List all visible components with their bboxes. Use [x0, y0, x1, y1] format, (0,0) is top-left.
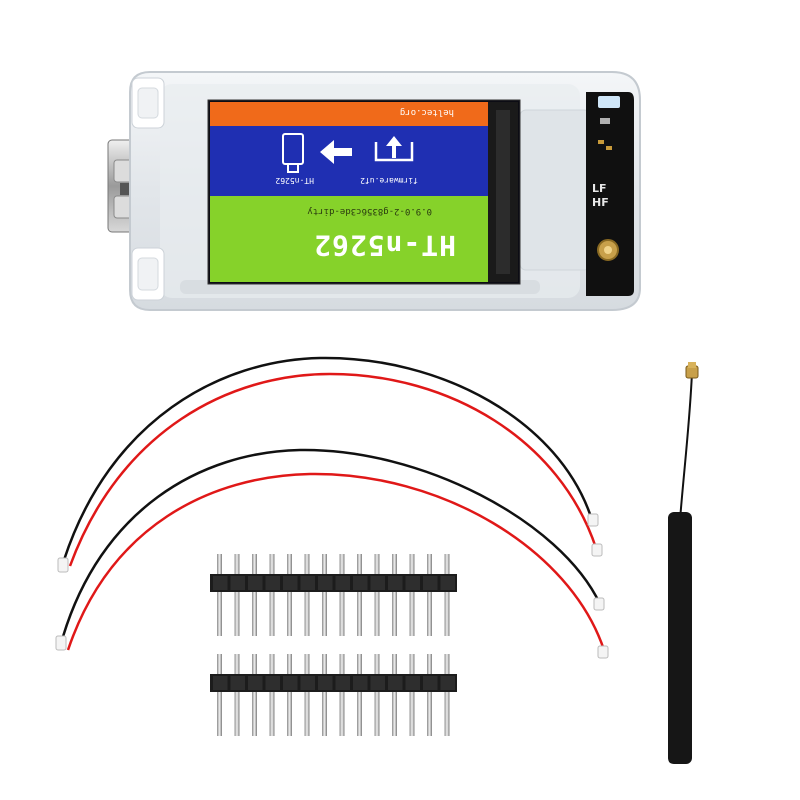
- header-pin: [427, 554, 432, 636]
- header-pin: [234, 554, 240, 636]
- header-pin: [217, 654, 222, 736]
- header-pin: [339, 654, 345, 736]
- pcb-section: LF HF: [586, 92, 634, 296]
- header-pin: [374, 554, 380, 636]
- pin-header-1: [210, 554, 457, 636]
- header-pin: [287, 554, 292, 636]
- cable-2-end-a: [55, 635, 67, 651]
- battery-cable-2: [55, 448, 609, 659]
- upload-tray-icon: [374, 136, 414, 162]
- tft-screen: heltec.org HT-n5262 firmware.uf2 0.9.0-2…: [207, 99, 521, 285]
- cable-2-end-b: [593, 597, 605, 611]
- side-button-top[interactable]: [131, 77, 165, 129]
- lora-dev-board: LF HF heltec.org HT-n5262 firm: [107, 71, 641, 311]
- screen-url-text: heltec.org: [400, 107, 454, 117]
- header-pin: [322, 654, 327, 736]
- screen-device-label: HT-n5262: [275, 176, 314, 185]
- header-pin: [234, 654, 240, 736]
- header-pin: [444, 654, 450, 736]
- header-pin: [287, 654, 292, 736]
- header-pin: [392, 554, 397, 636]
- cable-1-end-a: [57, 557, 69, 573]
- pcb-label-lf: LF: [592, 182, 607, 195]
- header-pin: [217, 554, 222, 636]
- screen-version-text: 0.9.0-2-g8356c3de-dirty: [307, 206, 432, 216]
- header-pin: [444, 554, 450, 636]
- header-pin: [252, 654, 257, 736]
- pcb-label-hf: HF: [592, 196, 609, 209]
- screen-top-bar: [210, 102, 488, 126]
- spring-antenna: [668, 362, 699, 764]
- header-pin: [357, 654, 362, 736]
- header-pin: [357, 554, 362, 636]
- usb-drive-icon: [282, 133, 304, 173]
- header-pin: [392, 654, 397, 736]
- header-pin: [409, 554, 415, 636]
- arrow-left-icon: [320, 140, 352, 164]
- battery-cable-1: [57, 356, 603, 573]
- header-pin: [427, 654, 432, 736]
- screen-model-title: HT-n5262: [313, 229, 456, 262]
- pin-header-2: [210, 654, 457, 736]
- header-pin: [304, 654, 310, 736]
- header-pin: [269, 654, 275, 736]
- header-pin: [322, 554, 327, 636]
- screen-file-label: firmware.uf2: [360, 176, 418, 185]
- header-pin: [269, 554, 275, 636]
- header-pin: [339, 554, 345, 636]
- status-led: [598, 96, 620, 108]
- screen-blue-band: [210, 126, 488, 196]
- screen-green-band: [210, 196, 488, 282]
- side-button-bottom[interactable]: [131, 247, 165, 301]
- header-pin: [374, 654, 380, 736]
- header-pin: [304, 554, 310, 636]
- cable-1-end-b: [587, 513, 599, 527]
- header-pin: [409, 654, 415, 736]
- header-pin: [252, 554, 257, 636]
